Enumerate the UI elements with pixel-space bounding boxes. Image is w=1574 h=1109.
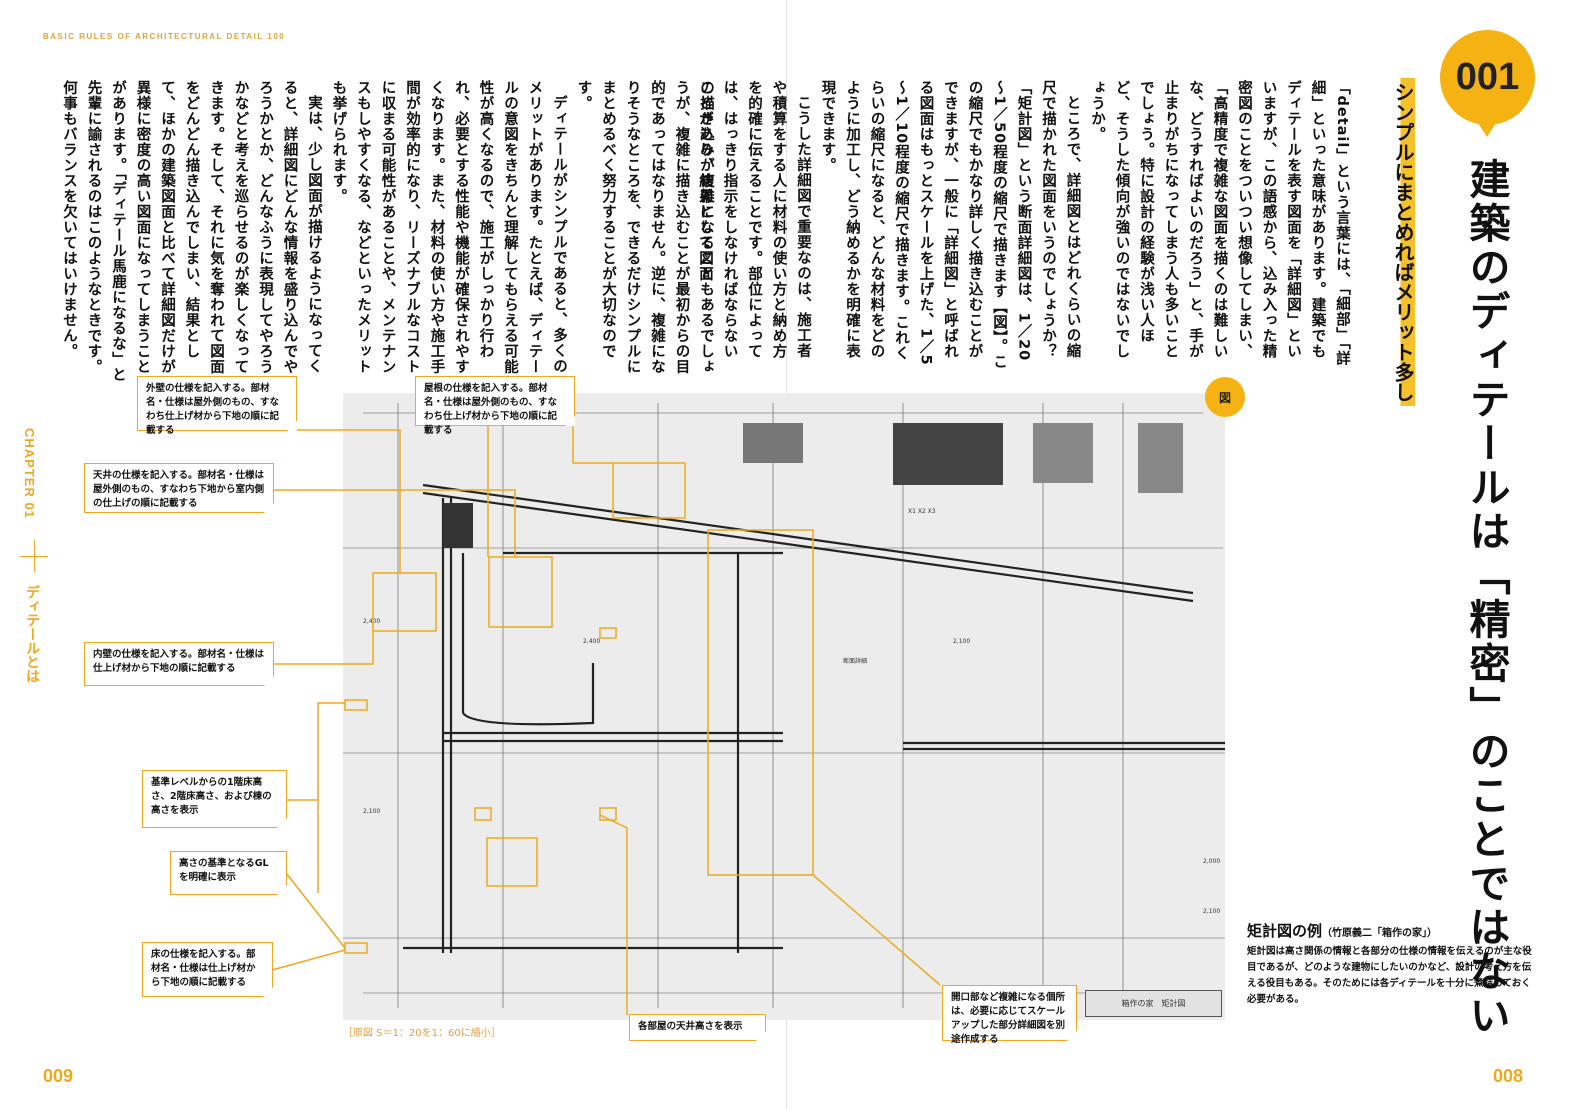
caption-title: 矩計図の例（竹原義二「箱作の家」）	[1247, 920, 1437, 941]
callout-roof: 屋根の仕様を記入する。部材名・仕様は屋外側のもの、すなわち仕上げ材から下地の順に…	[415, 376, 575, 436]
svg-text:断面詳細: 断面詳細	[843, 657, 867, 665]
paragraph-part: ところで、詳細図とはどれくらいの縮尺で描かれた図面をいうのでしょうか？「矩計図」…	[819, 80, 1081, 370]
section-number-badge: 001	[1440, 30, 1535, 137]
svg-text:2,400: 2,400	[363, 618, 380, 625]
callout-floor: 床の仕様を記入する。部材名・仕様は仕上げ材から下地の順に記載する	[142, 942, 273, 997]
figure-badge: 図	[1205, 377, 1245, 417]
chapter-divider-cross	[20, 556, 48, 557]
body-text-left: の描き込みが複雑になることもあるでしょうが、複雑に描き込むことが最初からの目的で…	[61, 80, 718, 385]
caption-title-text: 矩計図の例	[1247, 922, 1323, 940]
chapter-title: ディテールとは	[24, 585, 40, 683]
callout-interior-wall: 内壁の仕様を記入する。部材名・仕様は仕上げ材から下地の順に記載する	[84, 642, 274, 686]
callout-levels: 基準レベルからの1階床高さ、2階床高さ、および棟の高さを表示	[142, 770, 287, 828]
callout-ceiling: 天井の仕様を記入する。部材名・仕様は屋外側のもの、すなわち下地から室内側の仕上げ…	[84, 463, 274, 513]
svg-text:2,100: 2,100	[953, 638, 970, 645]
section-number: 001	[1455, 56, 1520, 98]
page-number-left: 009	[43, 1066, 74, 1086]
section-subtitle: シンプルにまとめればメリット多し	[1391, 78, 1415, 406]
section-drawing: X1 X2 X3 断面詳細 2,100 2,400 2,400 2,100 2,…	[343, 393, 1225, 1020]
chapter-label: CHAPTER 01	[22, 428, 37, 519]
paragraph: の描き込みが複雑になることもあるでしょうが、複雑に描き込むことが最初からの目的で…	[575, 80, 715, 375]
running-head: BASIC RULES OF ARCHITECTURAL DETAIL 100	[43, 32, 286, 41]
drawing-title-block: 箱作の家 矩計図	[1085, 990, 1222, 1017]
paragraph: 実は、少し図面が描けるようになってくると、詳細図にどんな情報を盛り込んでやろうか…	[61, 80, 322, 383]
svg-text:2,100: 2,100	[1203, 908, 1220, 915]
body-text-right: 「detail」という言葉には、「細部」「詳細」といった意味があります。建築でも…	[693, 80, 1355, 370]
caption-author: （竹原義二「箱作の家」）	[1322, 928, 1438, 939]
svg-text:2,100: 2,100	[363, 808, 380, 815]
callout-openings: 開口部など複雑になる個所は、必要に応じてスケールアップした部分詳細図を別途作成す…	[942, 985, 1077, 1045]
paragraph: 「detail」という言葉には、「細部」「詳細」といった意味があります。建築でも…	[1089, 80, 1350, 367]
drawing-linework: X1 X2 X3 断面詳細 2,100 2,400 2,400 2,100 2,…	[343, 403, 1225, 1008]
callout-room-ceiling: 各部屋の天井高さを表示	[629, 1014, 766, 1041]
callout-exterior-wall: 外壁の仕様を記入する。部材名・仕様は屋外側のもの、すなわち仕上げ材から下地の順に…	[137, 376, 297, 436]
callout-gl: 高さの基準となるGLを明確に表示	[170, 851, 287, 895]
paragraph: こうした詳細図で重要なのは、施工者や積算をする人に材料の使い方と納め方を的確に伝…	[697, 80, 811, 359]
section-title: 建築のディテールは「精密」のことではない	[1462, 158, 1510, 1038]
svg-text:2,000: 2,000	[1203, 858, 1220, 865]
svg-text:X1 X2 X3: X1 X2 X3	[908, 508, 936, 515]
svg-text:2,400: 2,400	[583, 638, 600, 645]
paragraph: ディテールがシンプルであると、多くのメリットがあります。たとえば、ディテールの意…	[330, 80, 568, 375]
caption-text: 矩計図は高さ関係の情報と各部分の仕様の情報を伝えるのが主な役目であるが、どのよう…	[1247, 946, 1532, 1005]
scale-note: ［原図 S＝1：20を1：60に縮小］	[343, 1028, 501, 1039]
paragraph-with-figref: ところで、詳細図とはどれくらいの縮尺で描かれた図面をいうのでしょうか？「矩計図」…	[815, 80, 1085, 370]
page-number-right: 008	[1493, 1066, 1524, 1086]
